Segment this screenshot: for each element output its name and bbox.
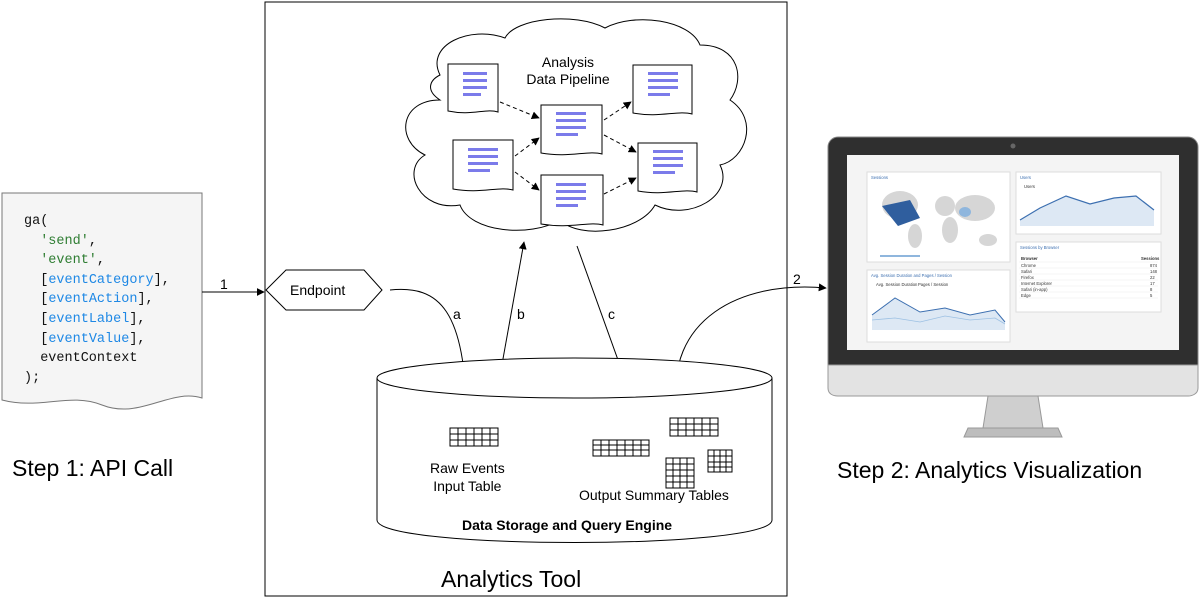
pipeline-doc-icon [637, 142, 698, 194]
code-line: [eventAction], [24, 290, 170, 310]
code-token: 'event' [40, 253, 97, 269]
step1-label: Step 1: API Call [12, 455, 174, 481]
code-token: ], [137, 292, 154, 308]
output-table-icon [592, 439, 650, 457]
code-line: [eventCategory], [24, 271, 170, 291]
code-token: [ [24, 331, 49, 347]
database-top [376, 357, 773, 399]
arrow-2-label: 2 [793, 271, 801, 287]
code-token: ); [24, 370, 41, 386]
code-token: eventContext [24, 351, 138, 367]
code-token: , [88, 233, 97, 249]
dash-browser-name: Safari (in-app) [1021, 287, 1048, 292]
code-line: [eventLabel], [24, 310, 170, 330]
code-token: [ [24, 292, 49, 308]
code-line: [eventValue], [24, 330, 170, 350]
dash-sessions-header: Sessions [1141, 256, 1160, 261]
code-token: eventLabel [48, 311, 130, 327]
code-document-shape [1, 192, 203, 410]
code-token: [ [24, 272, 49, 288]
code-token: eventValue [48, 331, 130, 347]
dash-legend-pages: Pages / Session [918, 282, 949, 287]
dash-browser-name: Internet Explorer [1021, 281, 1052, 286]
dash-browser-header: Browser [1021, 256, 1038, 261]
arrow-a-label: a [453, 306, 461, 322]
arrow-b-label: b [517, 306, 525, 322]
dash-browser-name: Firefox [1021, 275, 1034, 280]
dash-browser-value: 148 [1150, 269, 1157, 274]
pipeline-doc-icon [632, 64, 693, 116]
dash-browser-value: 17 [1150, 281, 1155, 286]
dash-browser-title: Sessions by Browser [1020, 245, 1060, 250]
code-token: ga( [24, 214, 49, 229]
output-table-icon [707, 449, 733, 473]
pipeline-doc-icon [540, 104, 603, 156]
arrow-1-label: 1 [220, 276, 228, 292]
code-token: eventCategory [48, 272, 154, 288]
code-line: eventContext [24, 349, 170, 369]
dash-avg-title: Avg. Session Duration and Pages / Sessio… [871, 273, 952, 278]
code-token: ], [129, 331, 146, 347]
raw-events-label-line2: Input Table [433, 478, 502, 494]
analytics-tool-frame [264, 1, 788, 597]
endpoint-shape [265, 269, 383, 311]
code-token: 'send' [40, 233, 89, 249]
pipeline-flow-arrows [499, 101, 637, 195]
dash-browser-name: Chrome [1021, 263, 1036, 268]
dash-browser-value: 874 [1150, 263, 1157, 268]
endpoint-label: Endpoint [290, 282, 346, 298]
dash-browser-value: 8 [1150, 287, 1153, 292]
api-call-code: ga( 'send', 'event', [eventCategory], [e… [24, 212, 170, 388]
dash-legend-avg: Avg. Session Duration [876, 282, 918, 287]
step2-label: Step 2: Analytics Visualization [837, 457, 1143, 483]
code-line: ga( [24, 212, 170, 232]
code-token: ], [153, 272, 170, 288]
pipeline-title-line2: Data Pipeline [526, 71, 610, 87]
code-token: , [96, 253, 106, 269]
pipeline-doc-icon [540, 174, 604, 227]
pipeline-title: Analysis Data Pipeline [508, 54, 628, 88]
dash-browser-value: 5 [1150, 293, 1153, 298]
database-title: Data Storage and Query Engine [462, 517, 673, 533]
dash-users-title: Users [1020, 175, 1031, 180]
output-table-icon [665, 457, 695, 489]
code-token: [ [24, 311, 49, 327]
pipeline-title-line1: Analysis [541, 54, 595, 70]
dash-sessions-title: Sessions [871, 175, 888, 180]
analytics-tool-title: Analytics Tool [441, 566, 582, 592]
pipeline-doc-icon [452, 139, 514, 192]
output-tables-label: Output Summary Tables [579, 487, 729, 503]
code-line: ); [24, 369, 170, 389]
raw-events-label-line1: Raw Events [430, 460, 505, 476]
code-token [24, 253, 40, 268]
code-token [24, 234, 40, 249]
dash-browser-value: 22 [1150, 275, 1155, 280]
dash-browser-name: Safari [1021, 269, 1032, 274]
dash-browser-name: Edge [1021, 293, 1031, 298]
monitor-illustration [827, 136, 1199, 438]
code-line: 'event', [24, 251, 170, 271]
code-token: eventAction [48, 292, 138, 308]
output-table-icon [669, 417, 719, 437]
raw-events-label: Raw Events Input Table [430, 459, 505, 495]
raw-events-table-icon [449, 427, 499, 447]
arrow-c-label: c [608, 306, 615, 322]
pipeline-doc-icon [447, 63, 499, 114]
pipeline-docs [447, 63, 698, 227]
dash-users-legend: Users [1024, 184, 1035, 189]
code-line: 'send', [24, 232, 170, 252]
code-token: ], [129, 311, 146, 327]
